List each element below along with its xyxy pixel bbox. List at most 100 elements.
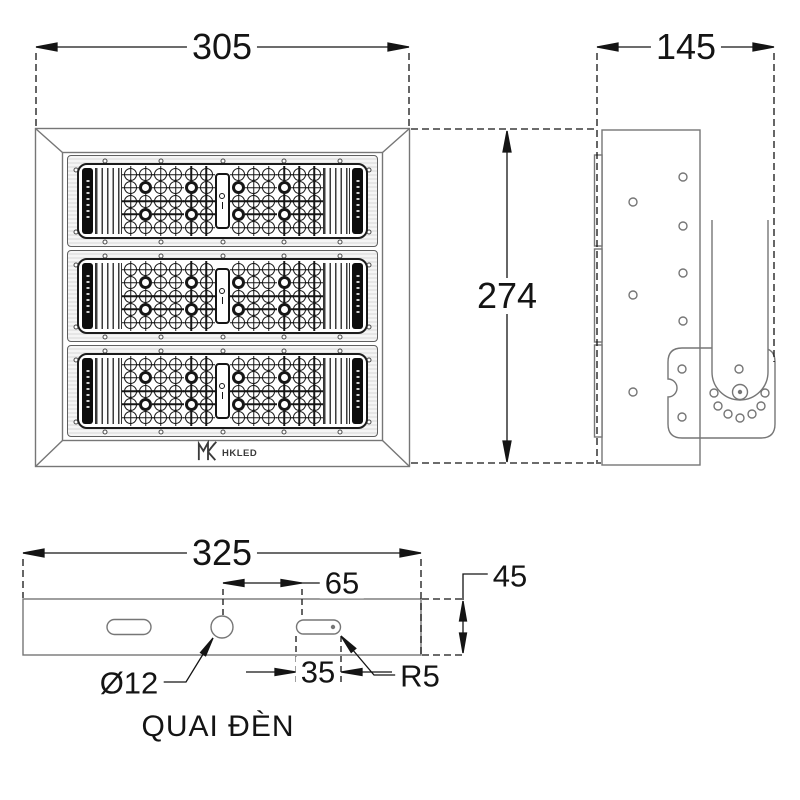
led-lens [307, 411, 321, 424]
led-lens [232, 194, 246, 208]
screw-hole [337, 429, 343, 434]
led-lens [139, 221, 153, 234]
screw-hole [102, 429, 108, 434]
dim-slot-length-label: 35 [295, 656, 341, 688]
brand-logo: HKLED [197, 440, 257, 462]
led-lens [184, 358, 198, 371]
led-lens [247, 316, 261, 329]
module-endcap [352, 263, 363, 329]
led-lens [199, 411, 213, 424]
module-endcap [352, 168, 363, 234]
led-lens [232, 289, 246, 303]
led-lens [232, 384, 246, 398]
led-lens [277, 384, 291, 398]
screw-hole [337, 158, 343, 163]
led-lens [184, 411, 198, 424]
led-lens [169, 411, 183, 424]
module-endcap [82, 263, 93, 329]
led-grid [124, 358, 321, 424]
led-lens [184, 221, 198, 234]
led-lens [139, 384, 153, 398]
screw-hole [337, 253, 343, 258]
dim-slot-radius-label: R5 [395, 660, 445, 692]
screw-hole [281, 334, 287, 339]
module-centerpiece [214, 268, 230, 324]
screw-hole [220, 239, 225, 244]
screw-hole [337, 239, 343, 244]
brand-logo-text: HKLED [222, 448, 258, 459]
heatsink-stripes [95, 358, 122, 424]
led-lens [277, 358, 291, 371]
screw-hole [220, 334, 225, 339]
module-centerpiece [214, 173, 230, 229]
led-lens [139, 168, 153, 181]
led-module [67, 345, 378, 437]
side-view-linework [593, 129, 776, 466]
led-lens [124, 221, 137, 234]
led-lens [154, 316, 168, 329]
pivot-hole [731, 383, 749, 401]
led-lens [292, 411, 306, 424]
led-lens [184, 263, 198, 276]
led-lens [154, 411, 168, 424]
front-view: HKLED [35, 128, 409, 466]
front-view-linework [34, 127, 411, 468]
led-grid [124, 168, 321, 234]
led-lens [232, 316, 246, 329]
led-lens [139, 289, 153, 303]
screw-hole [158, 239, 164, 244]
led-lens [169, 221, 183, 234]
led-lens [124, 316, 137, 329]
dim-front-width-label: 305 [186, 29, 258, 65]
led-lens [169, 316, 183, 329]
led-lens [184, 194, 198, 208]
bracket-slot-left [106, 618, 152, 636]
led-lens [277, 263, 291, 276]
screw-hole [281, 429, 287, 434]
brand-monogram-icon [197, 440, 217, 461]
led-lens [184, 168, 198, 181]
screw-hole [158, 429, 164, 434]
led-lens [184, 316, 198, 329]
screw-hole [281, 158, 287, 163]
screw-hole [220, 348, 225, 353]
screw-hole [102, 334, 108, 339]
led-lens [139, 411, 153, 424]
led-lens [277, 168, 291, 181]
led-lens [139, 358, 153, 371]
led-module [67, 155, 378, 247]
led-panel [77, 163, 368, 239]
led-lens [277, 289, 291, 303]
led-lens [292, 221, 306, 234]
led-lens [232, 221, 246, 234]
screw-hole [158, 158, 164, 163]
led-panel [77, 353, 368, 429]
led-module [67, 250, 378, 342]
led-lens [232, 168, 246, 181]
bracket-slot-right [295, 619, 342, 635]
led-lens [232, 263, 246, 276]
led-lens [292, 316, 306, 329]
led-lens [199, 221, 213, 234]
led-lens [232, 411, 246, 424]
bracket-linework [22, 598, 422, 656]
dim-bracket-height-label: 45 [487, 560, 533, 592]
screw-hole [281, 239, 287, 244]
led-lens [247, 411, 261, 424]
screw-hole [102, 348, 108, 353]
led-lens [307, 316, 321, 329]
heatsink-stripes [95, 168, 122, 234]
led-lens [139, 263, 153, 276]
led-lens [277, 316, 291, 329]
led-panel [77, 258, 368, 334]
led-lens [307, 221, 321, 234]
bracket-hole [210, 615, 234, 639]
led-lens [262, 316, 276, 329]
module-endcap [352, 358, 363, 424]
screw-hole [281, 348, 287, 353]
heatsink-stripes [95, 263, 122, 329]
module-centerpiece [214, 363, 230, 419]
led-lens [184, 384, 198, 398]
